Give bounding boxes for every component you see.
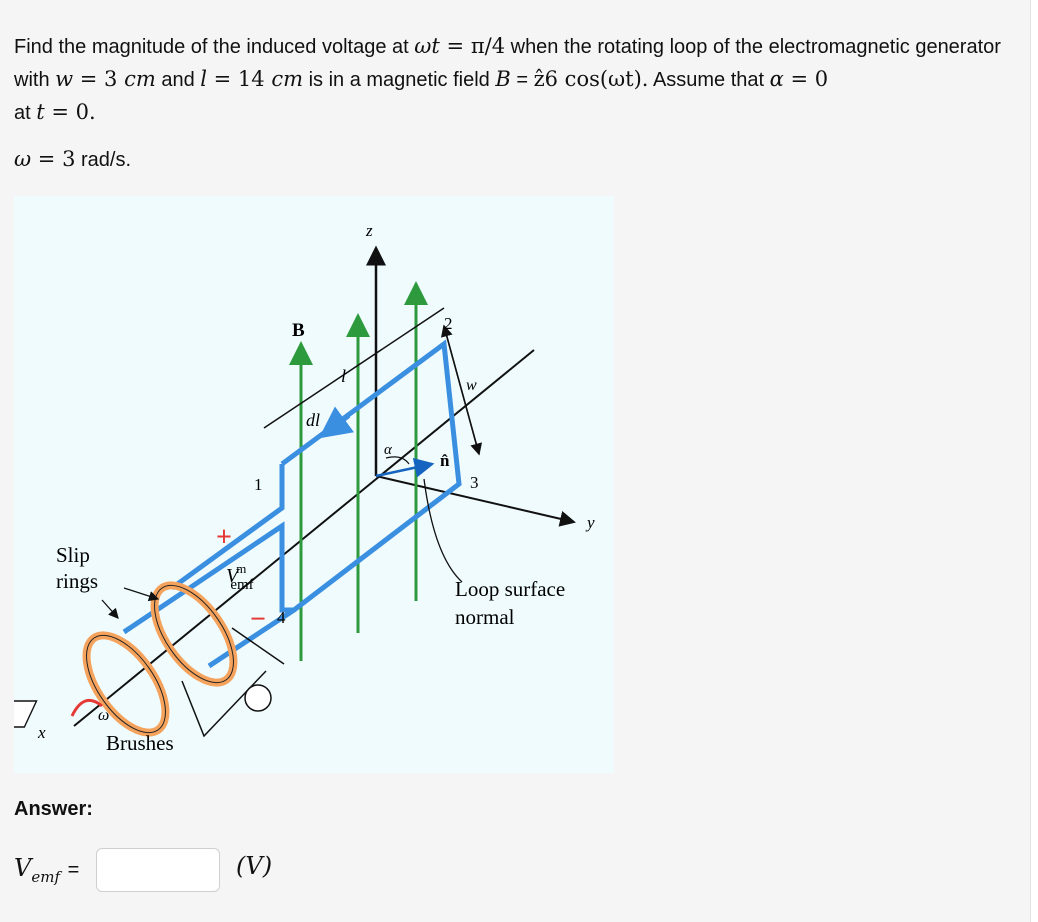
question-text: Find the magnitude of the induced voltag… [14,34,1001,124]
answer-input[interactable] [96,848,220,892]
bulb-icon [244,684,272,712]
l-dimension [263,307,445,429]
normal-label-line2: normal [455,605,515,629]
y-axis [375,475,576,527]
corner-2-label: 2 [444,314,453,333]
vemf-variable: Vemf = [14,854,80,886]
omega-label: ω [98,707,109,724]
normal-label-line1: Loop surface [455,577,565,601]
dl-arrow [318,406,355,439]
answer-label: Answer: [14,798,93,820]
l-label: l [341,366,346,386]
slip-label-line1: Slip [56,543,90,567]
rotating-loop [207,607,296,669]
y-label: y [585,513,595,532]
unit-label: (V) [236,852,273,880]
alpha-label: α [384,442,393,458]
corner-1-label: 1 [254,475,263,494]
minus-terminal: − [250,604,266,635]
w-dimension [440,324,480,455]
bulb-base [0,700,38,728]
x-label: x [37,723,46,742]
dl-label: dl [306,410,320,430]
rotating-loop [170,464,285,591]
normal-vector [375,457,435,478]
b-label: B [292,320,305,341]
n-label: n̂ [440,451,450,470]
corner-3-label: 3 [470,473,479,492]
plus-terminal: + [216,522,232,553]
rotation-arrow [70,698,103,717]
brushes-label: Brushes [106,731,174,755]
omega-value: ω = 3 rad/s. [14,147,132,171]
normal-leader [423,478,463,583]
x-axis-line [73,349,535,727]
corner-4-label: 4 [277,608,286,627]
slip-label-line2: rings [56,569,98,593]
w-label: w [466,377,477,394]
z-label: z [365,221,373,240]
